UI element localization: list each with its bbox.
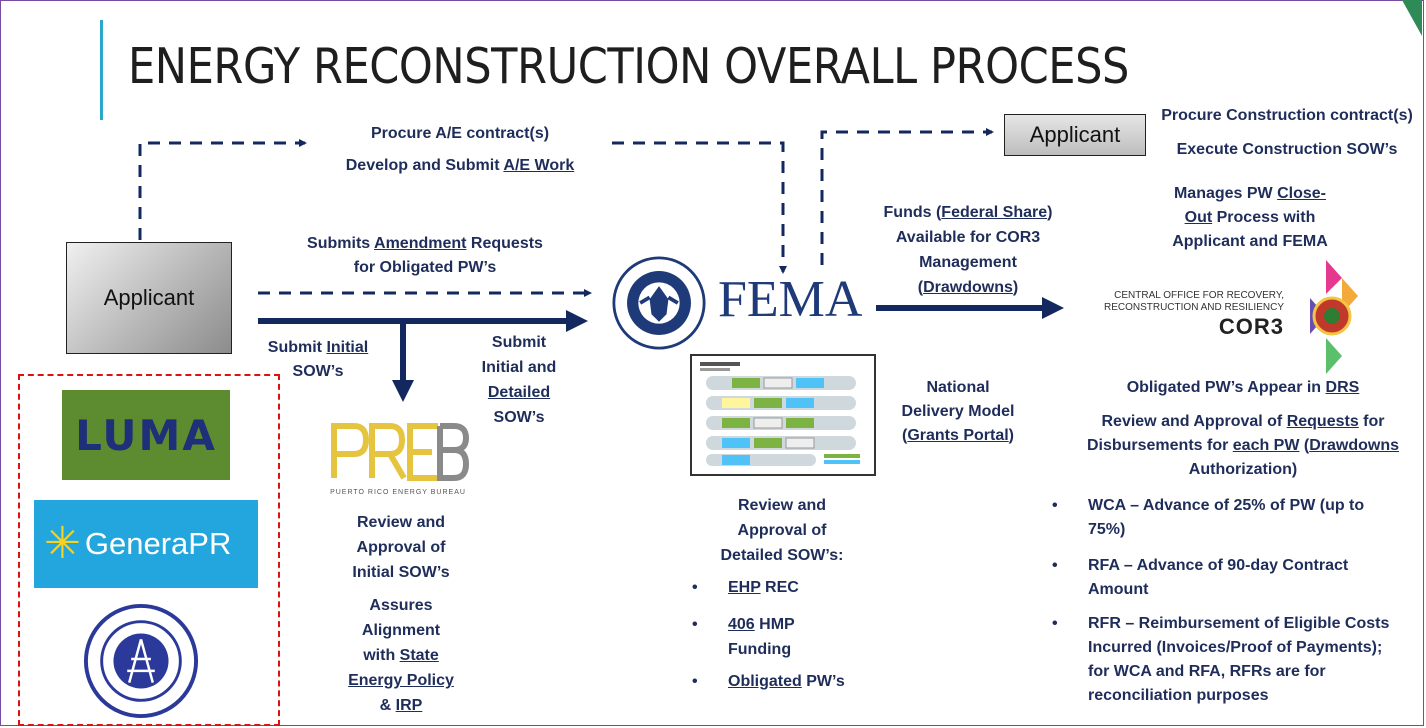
dashed-arrow-top-left: [138, 139, 307, 240]
applicant-construction-text: Procure Construction contract(s) Execute…: [1161, 107, 1413, 158]
preb-mark-icon: [331, 423, 470, 481]
process-diagram-icon: [700, 362, 860, 466]
utilities-group: [18, 374, 280, 726]
prepa-seal: [83, 603, 199, 719]
bullet-rfr: • RFR – Reimbursement of Eligible Costs …: [1052, 615, 1390, 704]
corner-decoration: [1402, 0, 1422, 36]
grants-portal-link: Grants Portal: [907, 427, 1009, 444]
applicant-box-right: Applicant: [1004, 114, 1146, 156]
cor3-review-text: Obligated PW’s Appear in DRS Review and …: [1086, 379, 1400, 478]
cor3-emblem-icon: [1310, 260, 1358, 374]
develop-ae-text: Develop and Submit A/E Work: [345, 157, 575, 174]
fema-bullet-ehp: •EHP REC: [692, 579, 799, 596]
generapr-logo: ✳ GeneraPR: [34, 500, 258, 588]
applicant-box: Applicant: [66, 242, 232, 354]
bullet-rfa: • RFA – Advance of 90-day Contract Amoun…: [1052, 557, 1349, 598]
preb-logo: PUERTO RICO ENERGY BUREAU: [326, 420, 470, 498]
procure-ae-text: Procure A/E contract(s): [370, 125, 550, 142]
submit-detailed-label: Submit Initial and Detailed SOW’s: [481, 334, 557, 426]
preb-review-text: Review and Approval of Initial SOW’s Ass…: [348, 514, 454, 714]
top-path-label: Procure A/E contract(s) Develop and Subm…: [310, 122, 610, 178]
accent-line: [100, 20, 103, 120]
fema-logo-text: FEMA: [718, 271, 863, 328]
dashed-arrow-top-right: [612, 141, 787, 274]
dhs-seal-icon: [612, 256, 706, 350]
closeout-text: Manages PW Close- Out Process with Appli…: [1172, 185, 1328, 250]
luma-logo: LUMA: [62, 390, 230, 480]
sunburst-icon: ✳: [44, 519, 81, 568]
dashed-arrow-fema-applicant: [820, 128, 994, 265]
fema-bullet-obligated: •Obligated PW’s: [692, 673, 845, 690]
cor3-logo: CENTRAL OFFICE FOR RECOVERY, RECONSTRUCT…: [1103, 290, 1284, 339]
fema-review-text: Review and Approval of Detailed SOW’s:: [720, 497, 844, 564]
funds-label: Funds (Federal Share) Available for COR3…: [883, 204, 1053, 296]
bullet-wca: • WCA – Advance of 25% of PW (up to 75%): [1052, 497, 1365, 538]
preb-caption: PUERTO RICO ENERGY BUREAU: [330, 489, 466, 496]
amendment-label: Submits Amendment Requests for Obligated…: [307, 235, 543, 276]
ndm-label: National Delivery Model (Grants Portal): [901, 379, 1015, 444]
grants-portal-thumbnail: [690, 354, 876, 476]
slide-title: ENERGY RECONSTRUCTION OVERALL PROCESS: [128, 38, 1129, 95]
submit-initial-label: Submit Initial SOW’s: [267, 339, 369, 380]
